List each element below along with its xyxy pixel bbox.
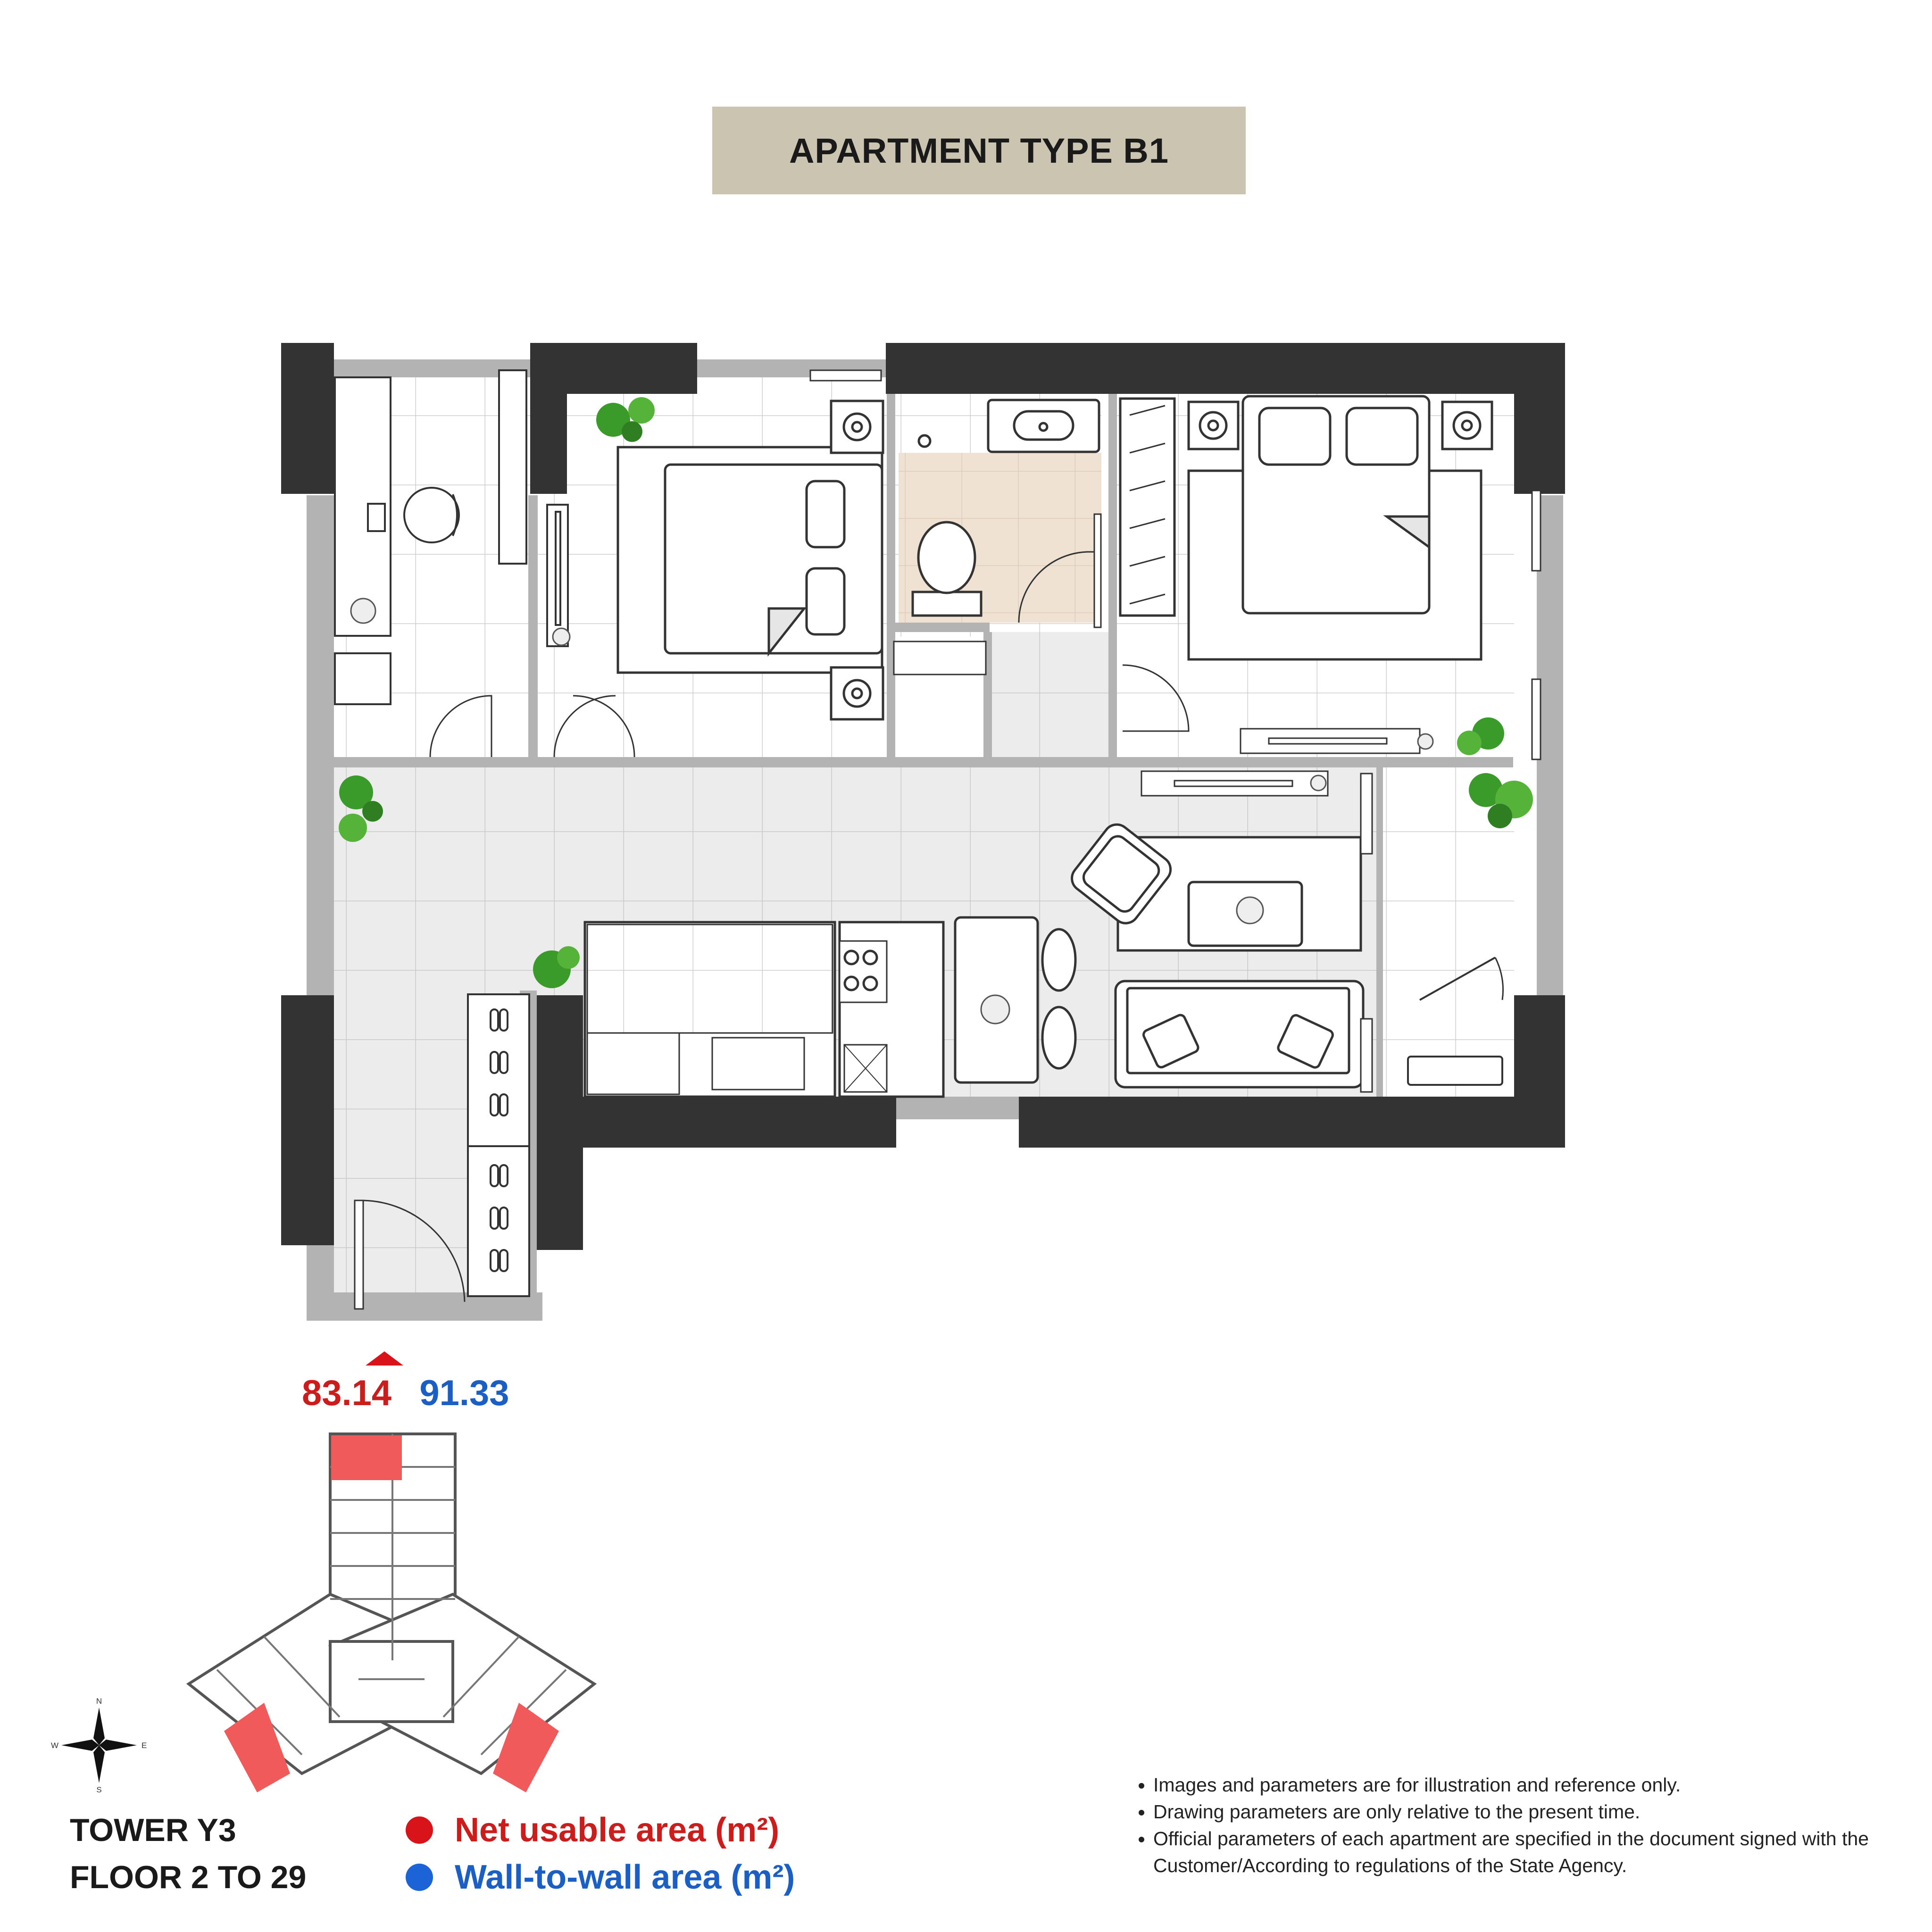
legend-wall: Wall-to-wall area (m²) xyxy=(406,1854,795,1901)
compass-w: W xyxy=(51,1741,58,1750)
plant-icon xyxy=(596,397,655,442)
disclaimer-notes: Images and parameters are for illustrati… xyxy=(1130,1772,1903,1879)
balcony-fixtures xyxy=(1360,773,1504,1093)
plants xyxy=(339,397,1533,1024)
plant-icon xyxy=(1457,717,1504,755)
tower-key-plan xyxy=(186,1432,597,1792)
tower-name: TOWER Y3 xyxy=(70,1812,236,1848)
title-banner: APARTMENT TYPE B1 xyxy=(712,107,1246,194)
entry-fixtures xyxy=(354,993,530,1310)
compass-s: S xyxy=(96,1785,101,1794)
armchair-icon xyxy=(1071,823,1172,924)
bedroom-2-furniture xyxy=(1119,395,1541,760)
highlight-unit xyxy=(331,1435,402,1480)
legend-wall-label: Wall-to-wall area (m²) xyxy=(455,1858,795,1896)
highlight-unit xyxy=(493,1703,559,1792)
legend-net: Net usable area (m²) xyxy=(406,1807,795,1854)
area-legend: Net usable area (m²) Wall-to-wall area (… xyxy=(406,1807,795,1901)
entrance-arrow-icon xyxy=(366,1351,403,1366)
plant-icon xyxy=(1469,773,1533,828)
study-furniture xyxy=(334,369,635,758)
highlight-unit xyxy=(224,1703,290,1792)
compass-e: E xyxy=(142,1741,147,1750)
legend-net-label: Net usable area (m²) xyxy=(455,1811,780,1849)
wall-to-wall-area-value: 91.33 xyxy=(419,1373,509,1413)
note-item: Images and parameters are for illustrati… xyxy=(1153,1772,1903,1799)
area-values: 83.14 91.33 xyxy=(302,1373,509,1414)
bedroom-1-furniture xyxy=(616,369,884,721)
tower-label: TOWER Y3 FLOOR 2 TO 29 xyxy=(70,1807,306,1901)
floor-range: FLOOR 2 TO 29 xyxy=(70,1859,307,1895)
compass-n: N xyxy=(96,1697,102,1706)
stove-icon xyxy=(839,940,888,1003)
plant-icon xyxy=(339,775,383,842)
note-item: Official parameters of each apartment ar… xyxy=(1153,1825,1903,1879)
blue-dot-icon xyxy=(406,1864,433,1891)
red-dot-icon xyxy=(406,1816,433,1844)
toilet-icon xyxy=(911,521,983,617)
plant-icon xyxy=(350,598,1434,1024)
plant-icon xyxy=(533,946,580,988)
compass-rose-icon: N S E W xyxy=(51,1697,147,1794)
corridor-floor xyxy=(988,632,1111,759)
sofa-icon xyxy=(1114,980,1365,1089)
apartment-title: APARTMENT TYPE B1 xyxy=(789,131,1169,170)
living-furniture xyxy=(583,770,1365,1098)
net-usable-area-value: 83.14 xyxy=(302,1373,392,1413)
note-item: Drawing parameters are only relative to … xyxy=(1153,1799,1903,1825)
bathroom-fixtures xyxy=(893,399,1102,675)
structural-walls xyxy=(281,343,1565,1250)
